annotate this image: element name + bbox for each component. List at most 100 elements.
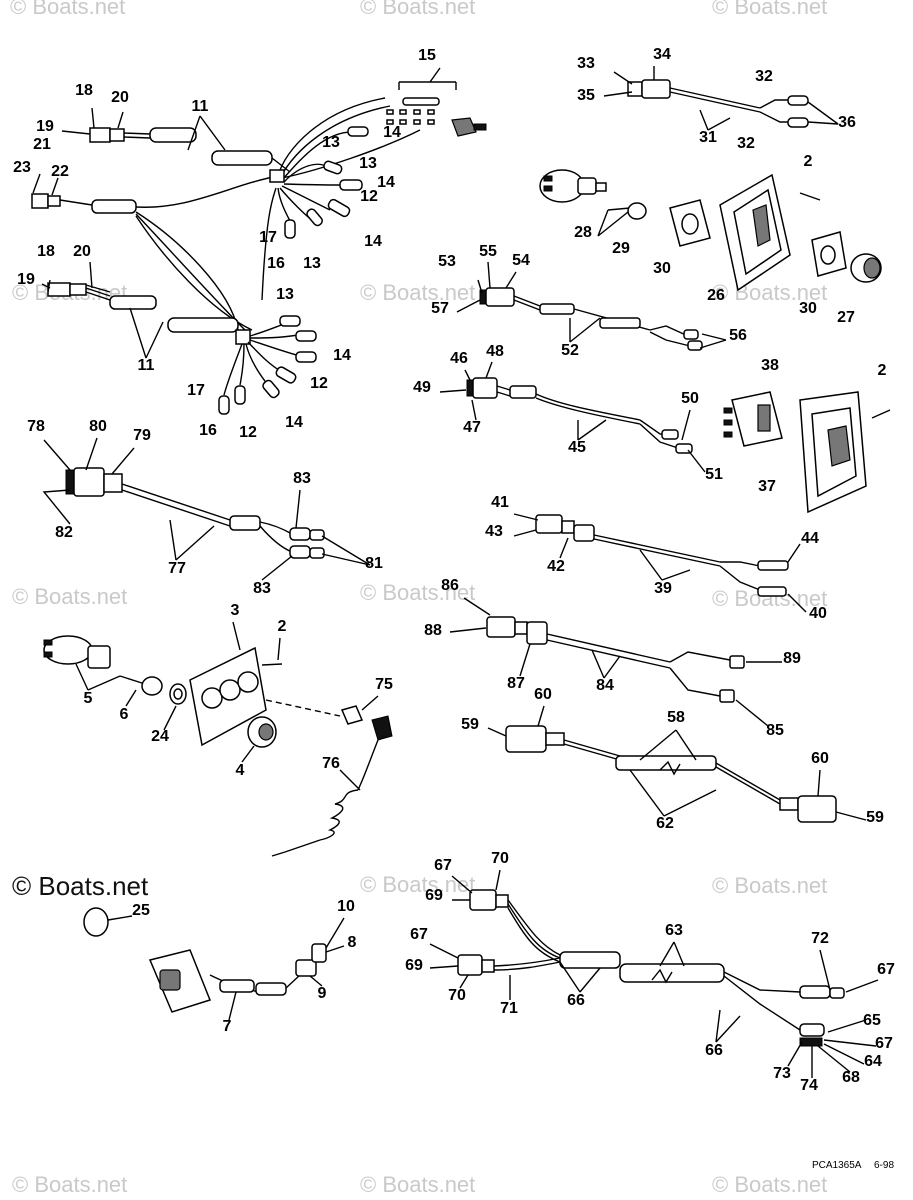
callout-75: 75 <box>375 676 393 693</box>
callout-26: 26 <box>707 287 725 304</box>
callout-77: 77 <box>168 560 186 577</box>
callout-74: 74 <box>800 1077 818 1094</box>
callout-42: 42 <box>547 558 565 575</box>
callout-65: 65 <box>863 1012 881 1029</box>
callout-37: 37 <box>758 478 776 495</box>
callout-58: 58 <box>667 709 685 726</box>
key-switch-plate-assembly <box>539 169 882 292</box>
watermark: © Boats.net <box>10 0 125 19</box>
callout-4: 4 <box>236 762 245 779</box>
callout-23: 23 <box>13 159 31 176</box>
callout-50: 50 <box>681 390 699 407</box>
harness-middle-left <box>47 282 317 415</box>
callout-14: 14 <box>333 347 351 364</box>
harness-upper-left <box>31 81 487 331</box>
callout-57: 57 <box>431 300 449 317</box>
callout-13: 13 <box>359 155 377 172</box>
callout-34: 34 <box>653 46 671 63</box>
watermark: © Boats.net <box>712 873 827 898</box>
callout-71: 71 <box>500 1000 518 1017</box>
callout-20: 20 <box>73 243 91 260</box>
panel-assembly-3 <box>43 635 393 857</box>
callout-60: 60 <box>534 686 552 703</box>
callout-59: 59 <box>866 809 884 826</box>
callout-83: 83 <box>253 580 271 597</box>
callout-17: 17 <box>187 382 205 399</box>
callout-67: 67 <box>877 961 895 978</box>
callout-67: 67 <box>410 926 428 943</box>
callout-11: 11 <box>138 357 155 374</box>
callout-80: 80 <box>89 418 107 435</box>
rocker-switch-assembly <box>723 391 891 514</box>
callout-49: 49 <box>413 379 431 396</box>
callout-56: 56 <box>729 327 747 344</box>
watermark: © Boats.net <box>360 280 475 305</box>
callout-81: 81 <box>365 555 383 572</box>
callout-60: 60 <box>811 750 829 767</box>
callout-6: 6 <box>120 706 129 723</box>
callout-18: 18 <box>75 82 93 99</box>
watermark: © Boats.net <box>360 1172 475 1197</box>
callout-47: 47 <box>463 419 481 436</box>
callout-63: 63 <box>665 922 683 939</box>
callout-59: 59 <box>461 716 479 733</box>
callout-13: 13 <box>276 286 294 303</box>
watermark: © Boats.net <box>712 280 827 305</box>
callout-12: 12 <box>360 188 378 205</box>
callout-55: 55 <box>479 243 497 260</box>
watermark: © Boats.net <box>360 872 475 897</box>
callout-66: 66 <box>567 992 585 1009</box>
callout-69: 69 <box>405 957 423 974</box>
callout-19: 19 <box>36 118 54 135</box>
callout-83: 83 <box>293 470 311 487</box>
callout-10: 10 <box>337 898 355 915</box>
leader-lines <box>32 66 879 1078</box>
callout-16: 16 <box>199 422 217 439</box>
harness-58-62 <box>505 725 837 823</box>
callout-32: 32 <box>755 68 773 85</box>
callout-8: 8 <box>348 934 357 951</box>
callout-64: 64 <box>864 1053 882 1070</box>
callout-46: 46 <box>450 350 468 367</box>
relay-harness-7-10 <box>83 907 327 1013</box>
figure-date: 6-98 <box>874 1160 894 1171</box>
callout-73: 73 <box>773 1065 791 1082</box>
callout-16: 16 <box>267 255 285 272</box>
callout-9: 9 <box>318 985 327 1002</box>
watermark: © Boats.net <box>712 1172 827 1197</box>
callout-13: 13 <box>322 134 340 151</box>
callout-84: 84 <box>596 677 614 694</box>
watermark: © Boats.net <box>12 584 127 609</box>
callout-14: 14 <box>377 174 395 191</box>
watermark-layer: © Boats.net © Boats.net © Boats.net © Bo… <box>10 0 827 1197</box>
callout-45: 45 <box>568 439 586 456</box>
callout-29: 29 <box>612 240 630 257</box>
callout-78: 78 <box>27 418 45 435</box>
callout-14: 14 <box>285 414 303 431</box>
callout-67: 67 <box>875 1035 893 1052</box>
callout-41: 41 <box>491 494 509 511</box>
callout-30: 30 <box>653 260 671 277</box>
lead-31-36 <box>627 79 809 128</box>
callout-33: 33 <box>577 55 595 72</box>
callout-28: 28 <box>574 224 592 241</box>
callout-2: 2 <box>278 618 287 635</box>
callout-52: 52 <box>561 342 579 359</box>
callout-30: 30 <box>799 300 817 317</box>
watermark: © Boats.net <box>12 1172 127 1197</box>
callout-62: 62 <box>656 815 674 832</box>
callout-20: 20 <box>111 89 129 106</box>
callout-5: 5 <box>84 690 93 707</box>
harness-52-57 <box>479 287 703 351</box>
callout-35: 35 <box>577 87 595 104</box>
callout-15: 15 <box>418 47 436 64</box>
callout-89: 89 <box>783 650 801 667</box>
callout-66: 66 <box>705 1042 723 1059</box>
callout-70: 70 <box>491 850 509 867</box>
callout-44: 44 <box>801 530 819 547</box>
figure-code: PCA1365A <box>812 1160 862 1171</box>
watermark: © Boats.net <box>712 0 827 19</box>
callout-31: 31 <box>699 129 717 146</box>
